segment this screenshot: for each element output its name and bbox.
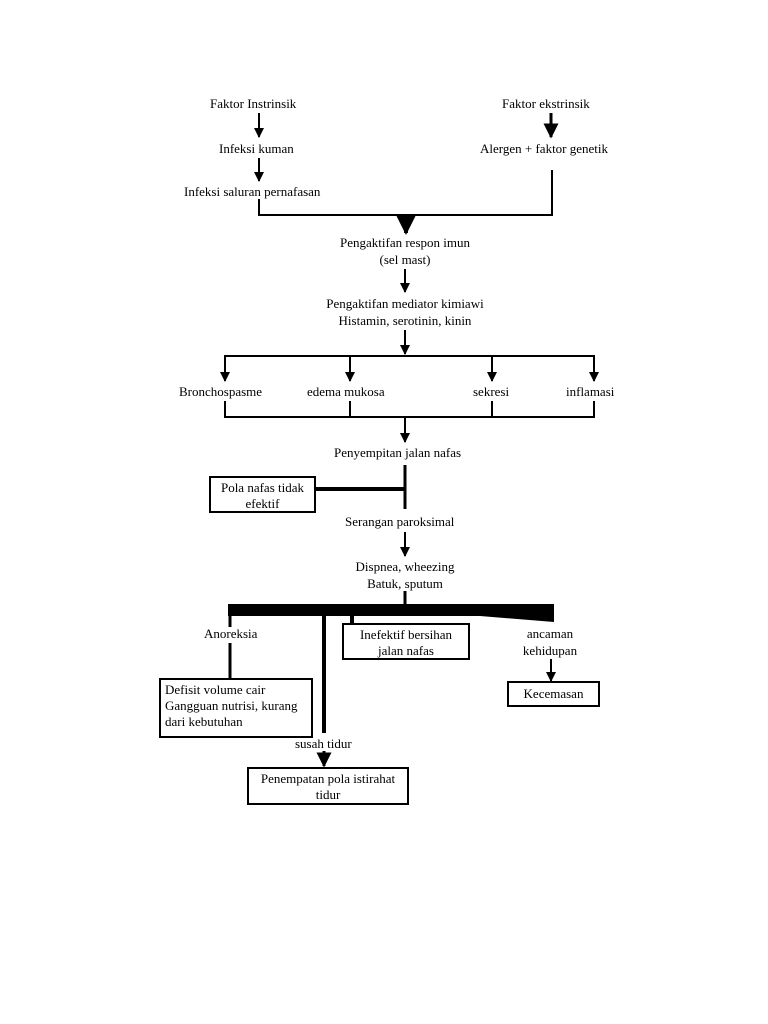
mediator-line-1: Pengaktifan mediator kimiawi <box>326 296 484 311</box>
node-susah-tidur: susah tidur <box>295 736 352 751</box>
node-faktor-ekstrinsik: Faktor ekstrinsik <box>502 96 590 111</box>
defisit-line-1: Defisit volume cair <box>165 682 266 697</box>
dispnea-line-2: Batuk, sputum <box>367 576 443 591</box>
respon-imun-line-2: (sel mast) <box>379 252 431 267</box>
node-dispnea: Dispnea, wheezing Batuk, sputum <box>325 558 485 592</box>
node-serangan: Serangan paroksimal <box>345 514 455 529</box>
box-penempatan: Penempatan pola istirahat tidur <box>247 767 409 805</box>
node-bronchospasme: Bronchospasme <box>179 384 263 399</box>
dispnea-line-1: Dispnea, wheezing <box>355 559 455 574</box>
node-mediator: Pengaktifan mediator kimiawi Histamin, s… <box>295 295 515 329</box>
pola-nafas-line-2: efektif <box>245 496 280 511</box>
box-inefektif: Inefektif bersihan jalan nafas <box>342 623 470 660</box>
inefektif-line-2: jalan nafas <box>378 643 434 658</box>
node-ancaman: ancaman kehidupan <box>505 625 595 659</box>
node-anoreksia: Anoreksia <box>204 626 258 641</box>
join-right <box>406 170 553 216</box>
ancaman-line-2: kehidupan <box>522 643 578 658</box>
defisit-line-3: dari kebutuhan <box>165 714 243 729</box>
ancaman-line-1: ancaman <box>526 626 574 641</box>
penempatan-line-2: tidur <box>315 787 341 802</box>
box-pola-nafas: Pola nafas tidak efektif <box>209 476 316 513</box>
pola-nafas-line-1: Pola nafas tidak <box>220 480 305 495</box>
node-edema-mukosa: edema mukosa <box>307 384 385 399</box>
node-infeksi-saluran: Infeksi saluran pernafasan <box>184 184 321 199</box>
node-infeksi-kuman: Infeksi kuman <box>219 141 294 156</box>
node-alergen: Alergen + faktor genetik <box>480 141 609 156</box>
node-respon-imun: Pengaktifan respon imun (sel mast) <box>305 234 505 268</box>
respon-imun-line-1: Pengaktifan respon imun <box>340 235 470 250</box>
defisit-line-2: Gangguan nutrisi, kurang <box>165 698 298 713</box>
box-defisit: Defisit volume cair Gangguan nutrisi, ku… <box>159 678 313 738</box>
branch-bar <box>228 604 554 616</box>
node-faktor-instrinsik: Faktor Instrinsik <box>210 96 297 111</box>
join-left <box>258 199 406 216</box>
branch-bar-right <box>228 616 554 622</box>
node-inflamasi: inflamasi <box>566 384 615 399</box>
node-penyempitan: Penyempitan jalan nafas <box>334 445 462 460</box>
box-kecemasan: Kecemasan <box>507 681 600 707</box>
mediator-line-2: Histamin, serotinin, kinin <box>338 313 472 328</box>
inefektif-line-1: Inefektif bersihan <box>359 627 453 642</box>
node-sekresi: sekresi <box>473 384 510 399</box>
penempatan-line-1: Penempatan pola istirahat <box>260 771 396 786</box>
